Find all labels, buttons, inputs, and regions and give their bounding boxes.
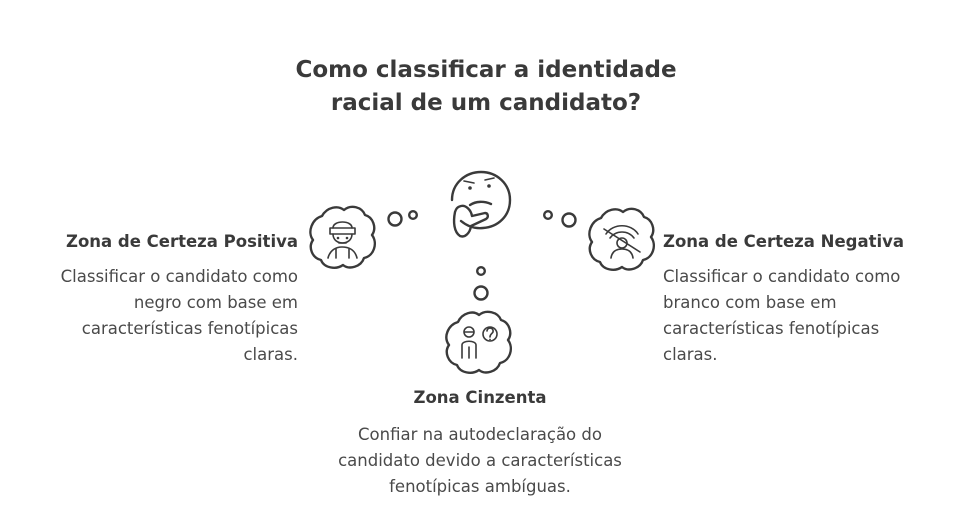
thought-bubbles-left	[387, 209, 419, 227]
person-headband-icon	[309, 205, 376, 269]
zone-gray-description: Confiar na autodeclaração do candidato d…	[338, 425, 622, 496]
diagram-title: Como classificar a identidade racial de …	[295, 57, 677, 116]
thought-bubbles-bottom	[473, 266, 489, 301]
zone-gray-heading: Zona Cinzenta	[413, 388, 547, 407]
thought-bubbles-right	[543, 209, 577, 228]
thinking-face-icon	[450, 170, 512, 238]
zone-positive-heading: Zona de Certeza Positiva	[65, 232, 298, 251]
zone-positive-description: Classificar o candidato como negro com b…	[60, 267, 298, 364]
zone-negative-heading: Zona de Certeza Negativa	[663, 232, 905, 251]
person-question-icon	[445, 310, 512, 374]
zone-negative-description: Classificar o candidato como branco com …	[663, 267, 901, 364]
wifi-person-icon	[588, 207, 655, 271]
